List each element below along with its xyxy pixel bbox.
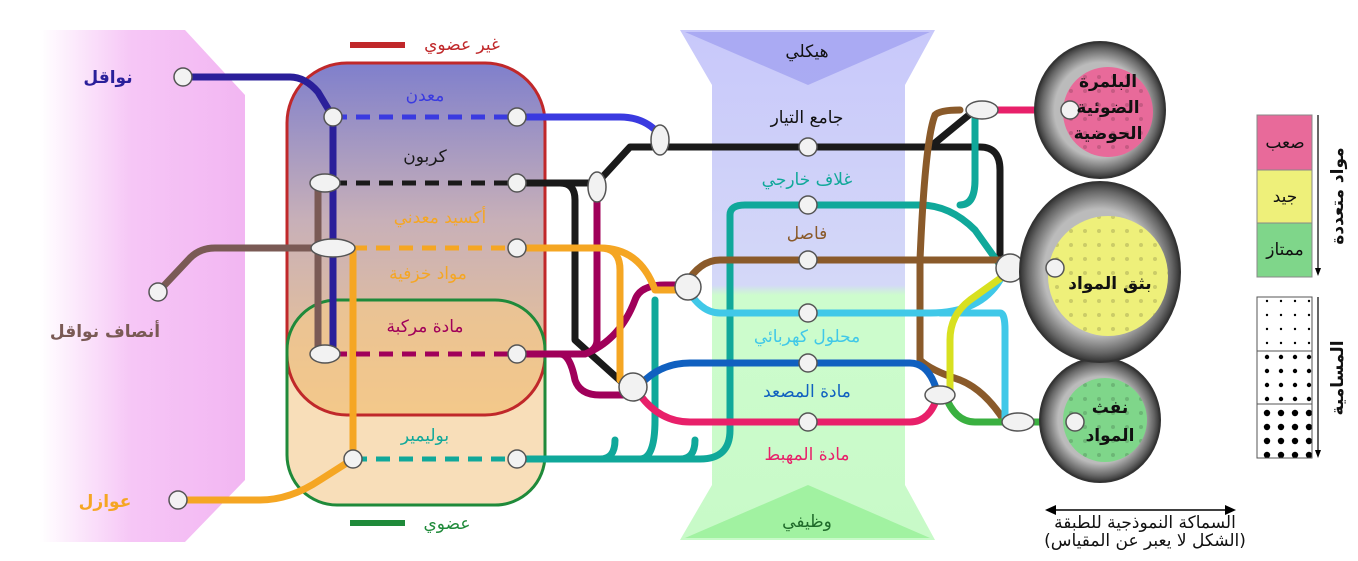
thickness-caption-2: (الشكل لا يعبر عن المقياس) bbox=[1044, 531, 1246, 551]
organic-region bbox=[285, 298, 547, 507]
label-anode: مادة المصعد bbox=[763, 382, 851, 402]
conductivity-band bbox=[40, 30, 245, 542]
label-jetting-1: نفث bbox=[1092, 398, 1129, 418]
thickness-caption-1: السماكة النموذجية للطبقة bbox=[1054, 513, 1236, 533]
functional-arrow bbox=[685, 485, 930, 538]
thickness-arrow bbox=[1045, 505, 1236, 515]
label-electrolyte: محلول كهربائي bbox=[754, 327, 860, 347]
process-circles bbox=[1019, 41, 1181, 483]
station-nodes bbox=[148, 67, 1035, 510]
label-structural: هيكلي bbox=[785, 42, 828, 62]
label-outer-casing: غلاف خارجي bbox=[762, 170, 853, 190]
legend-inorganic: غير عضوي bbox=[424, 35, 500, 55]
component-column bbox=[680, 30, 935, 540]
label-vat-1: البلمرة bbox=[1079, 72, 1137, 92]
label-insulators: عوازل bbox=[79, 492, 132, 512]
organic-legend-bar bbox=[350, 520, 405, 526]
label-polymer: بوليمير bbox=[400, 426, 449, 446]
multi-material-scale bbox=[1256, 114, 1321, 278]
label-vat-2: الضوئية bbox=[1076, 98, 1139, 118]
label-functional: وظيفي bbox=[782, 512, 832, 532]
scale-hard: صعب bbox=[1265, 133, 1304, 153]
inorganic-legend-bar bbox=[350, 42, 405, 48]
legend-organic: عضوي bbox=[424, 514, 471, 534]
label-carbon: كربون bbox=[403, 147, 447, 167]
label-metal: معدن bbox=[406, 86, 445, 106]
structural-arrow bbox=[685, 32, 930, 85]
label-cathode: مادة المهبط bbox=[765, 445, 850, 465]
label-separator: فاصل bbox=[787, 224, 828, 244]
porosity-scale bbox=[1256, 296, 1321, 459]
label-vat-3: الحوضية bbox=[1074, 124, 1143, 144]
label-extrusion: بثق المواد bbox=[1068, 274, 1151, 294]
label-ceramics: مواد خزفية bbox=[389, 264, 467, 284]
label-composite: مادة مركبة bbox=[387, 317, 464, 337]
porosity-title: المسامية bbox=[1328, 340, 1348, 415]
scale-good: جيد bbox=[1273, 187, 1298, 207]
label-metal-oxide: أكسيد معدني bbox=[394, 206, 487, 228]
scale-excellent: ممتاز bbox=[1265, 240, 1303, 260]
multi-material-title: مواد متعددة bbox=[1328, 147, 1348, 244]
label-current-collector: جامع التيار bbox=[770, 108, 844, 128]
label-conductors: نواقل bbox=[83, 68, 132, 88]
label-jetting-2: المواد bbox=[1086, 426, 1135, 446]
label-semiconductors: أنصاف نواقل bbox=[50, 320, 160, 342]
